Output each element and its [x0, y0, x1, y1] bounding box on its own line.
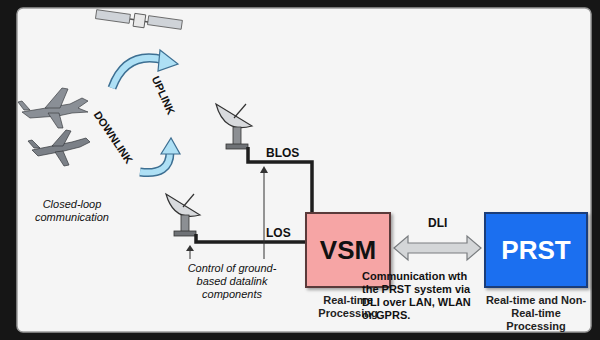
box-caption: Real-time and Non-Real-time Processing: [481, 294, 591, 333]
edge-label: DLI: [428, 216, 447, 230]
uplink-arrow: [112, 50, 178, 88]
box-title: VSM: [320, 235, 376, 266]
downlink-label: DOWNLINK: [90, 108, 135, 167]
control-label: Control of ground-based datalink compone…: [180, 262, 284, 301]
panel: [17, 8, 591, 332]
satellite: [95, 10, 182, 30]
closed-loop-label: Closed-loop communication: [24, 198, 120, 224]
dli-note: Communication wth the PRST system via DL…: [362, 270, 478, 322]
prst-box: PRSTReal-time and Non-Real-time Processi…: [484, 212, 588, 288]
blos-wire: [248, 147, 312, 212]
box-shape: PRST: [484, 212, 588, 288]
control-leader: [186, 166, 268, 259]
uav: [28, 130, 90, 166]
downlink-arrow: [140, 138, 180, 173]
uplink-label: UPLINK: [148, 72, 179, 119]
dli-arrow: [394, 236, 481, 260]
uav: [18, 88, 88, 128]
los-dish: [166, 194, 200, 236]
los-label: LOS: [266, 226, 302, 240]
box-title: PRST: [501, 235, 570, 266]
blos-label: BLOS: [266, 146, 306, 160]
blos-dish: [216, 104, 252, 149]
